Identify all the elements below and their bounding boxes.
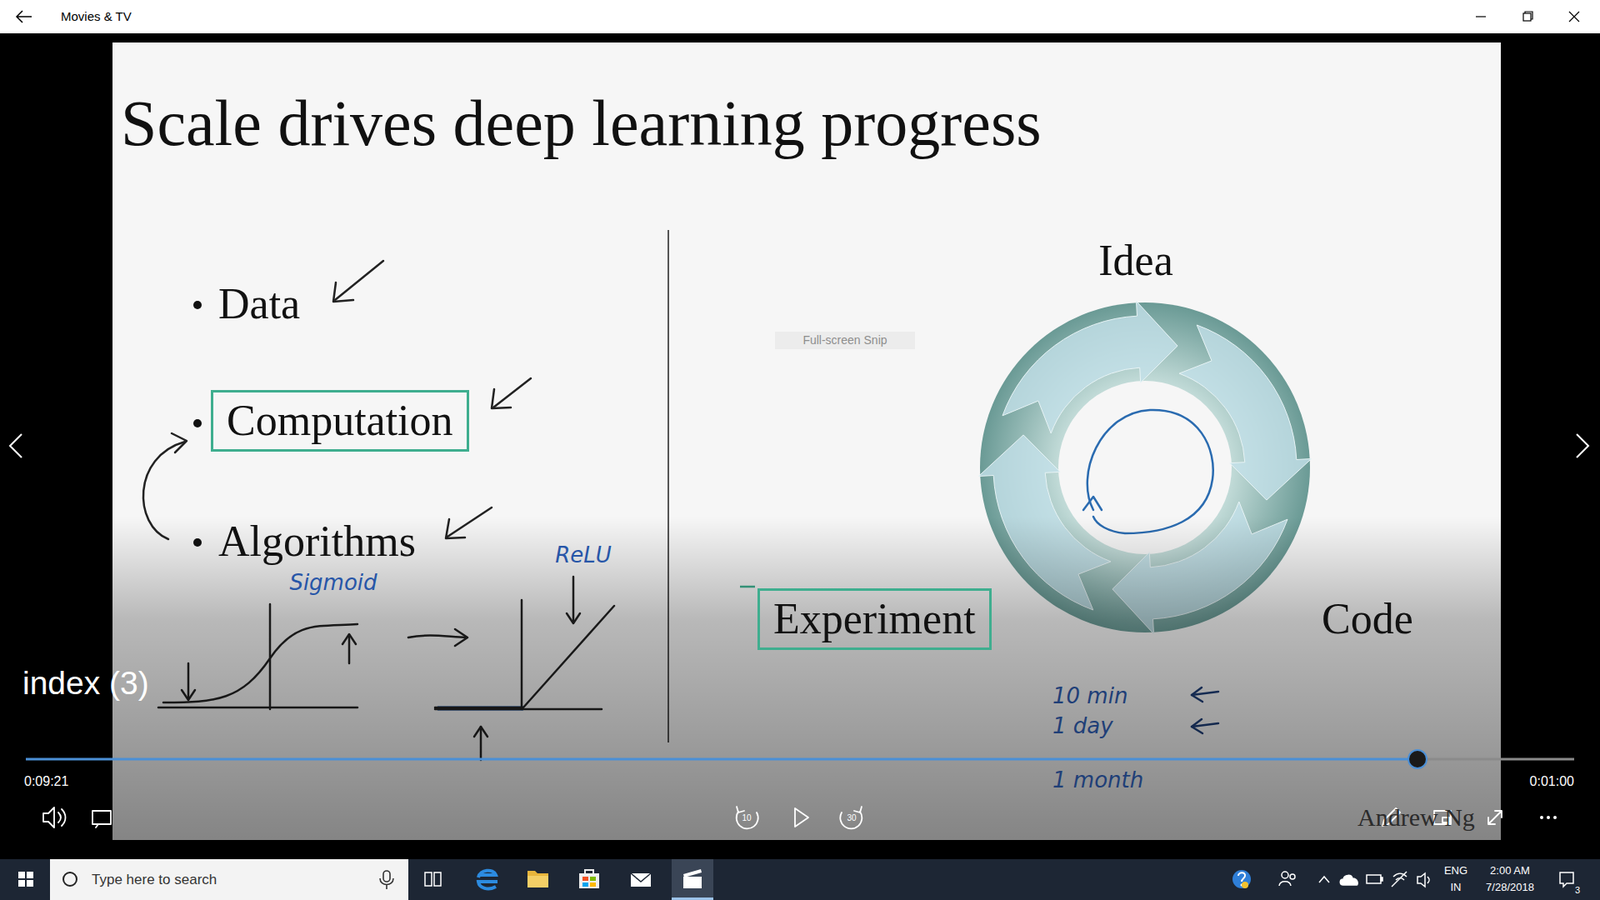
cycle-label: Code <box>1321 594 1414 645</box>
movies-icon <box>683 869 702 889</box>
cycle-arrow <box>1002 300 1178 434</box>
progress-thumb <box>1408 750 1427 769</box>
active-underline <box>671 897 714 900</box>
handwritten-note: Sigmoid <box>289 570 377 596</box>
bullets <box>193 300 202 547</box>
controls-overlay <box>0 516 1600 860</box>
video-area <box>0 33 1600 860</box>
clock-date: 7/28/2018 <box>1485 881 1535 895</box>
window-title: Movies & TV <box>60 9 132 24</box>
handwritten-note: ReLU <box>555 543 612 569</box>
minimize-icon <box>1475 15 1486 17</box>
back-icon <box>16 10 32 23</box>
bullet-text: Algorithms <box>218 516 416 567</box>
snip-hint: Full-screen Snip <box>802 333 887 347</box>
title-bar <box>0 0 1600 34</box>
start-icon <box>18 871 34 887</box>
ink-loop <box>1083 410 1214 534</box>
task-view-icon <box>425 872 441 886</box>
cycle-label: Idea <box>1098 235 1173 286</box>
node-text: Experiment <box>773 594 976 645</box>
handwritten-note: 1 day <box>1052 714 1114 740</box>
region-code: IN <box>1450 881 1462 895</box>
highlight-box: Computation <box>210 390 470 452</box>
node-text: Computation <box>226 395 454 446</box>
ink-arrows <box>143 260 531 540</box>
bullet-text: Data <box>218 279 300 330</box>
restore-icon <box>1523 11 1533 21</box>
slide-title: Scale drives deep learning progress <box>120 85 1042 161</box>
mail-icon <box>630 873 651 887</box>
node-text: Type here to search <box>91 871 409 889</box>
skip-number: 10 <box>741 813 751 824</box>
next-chevron <box>1576 434 1589 458</box>
language-code: ENG <box>1444 865 1468 878</box>
prev-chevron <box>10 434 22 458</box>
notification-count: 3 <box>1575 885 1580 896</box>
close-icon <box>1569 11 1580 22</box>
progress-rest <box>1417 758 1575 761</box>
edge-icon <box>478 870 498 890</box>
explorer-icon <box>527 870 549 888</box>
control-icons <box>43 806 1502 829</box>
skip-number: 30 <box>846 813 856 824</box>
clock-time: 2:00 AM <box>1490 865 1530 878</box>
taskbar <box>0 859 1600 900</box>
cycle-arrow <box>1179 325 1312 500</box>
active-app <box>671 859 714 900</box>
watermark: Andrew Ng <box>1357 803 1475 833</box>
snip-patch <box>775 331 915 350</box>
store-icon <box>579 870 600 889</box>
progress-played <box>25 758 1418 761</box>
elapsed-time: 0:09:21 <box>24 774 69 790</box>
more-icon <box>1540 815 1557 820</box>
handwritten-note: 10 min <box>1052 684 1128 710</box>
handwritten-note: 1 month <box>1052 768 1144 794</box>
total-time: 0:01:00 <box>1530 774 1575 790</box>
mic-icon <box>380 870 394 890</box>
video-title: index (3) <box>22 665 150 703</box>
cortana-icon <box>63 872 77 886</box>
search-box: Type here to search <box>50 859 409 900</box>
highlight-box: Experiment <box>757 588 992 650</box>
